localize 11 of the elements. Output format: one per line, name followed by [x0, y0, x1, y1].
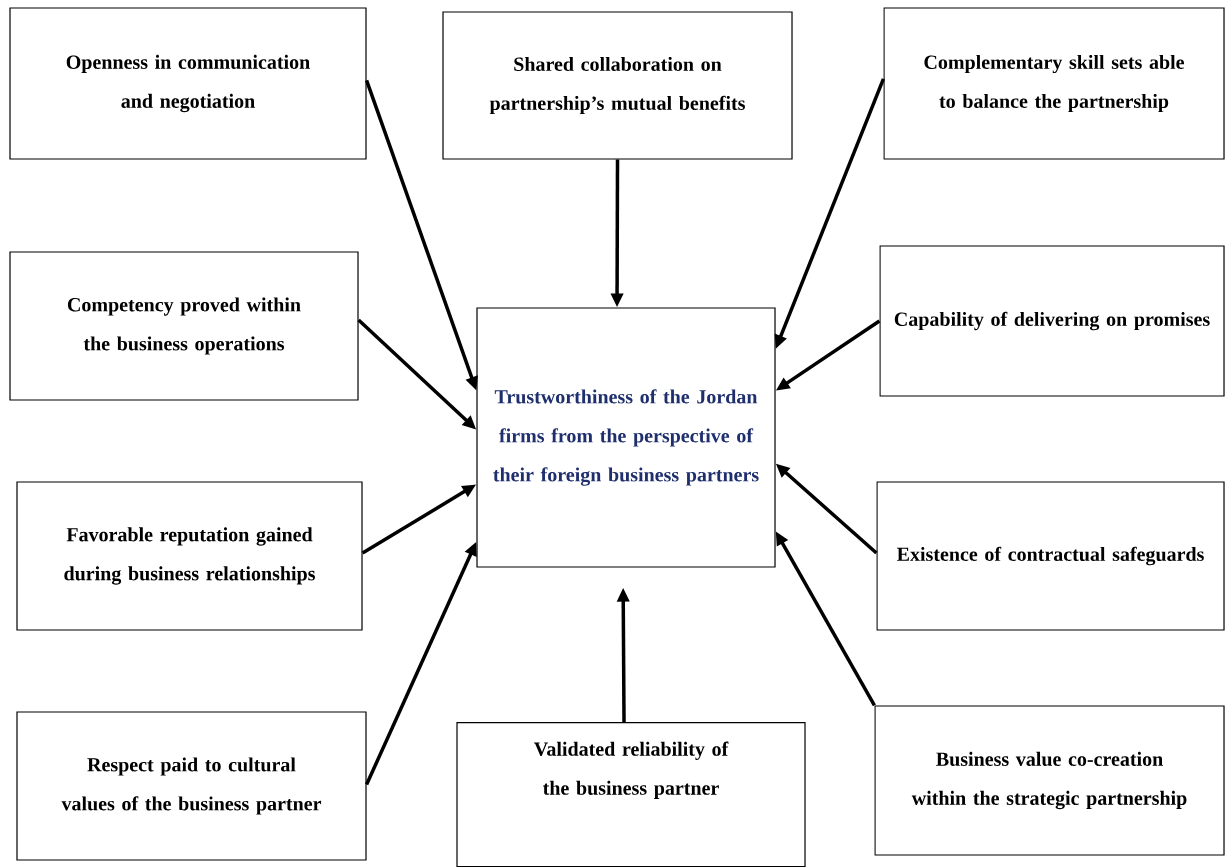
factor-box: Capability of delivering on promises	[879, 245, 1225, 397]
factor-box: Shared collaboration on partnership’s mutual benefits	[442, 11, 793, 160]
factor-box: Business value co-creation within the strategic partnership	[874, 705, 1225, 856]
central-box: Trustworthiness of the Jordan firms from the perspective of their foreign business partners	[476, 307, 776, 568]
factor-box: Favorable reputation gained during business relationships	[16, 481, 363, 631]
factor-box: Competency proved within the business operations	[9, 251, 359, 401]
factor-box: Validated reliability of the business partner	[456, 722, 806, 867]
factor-box: Complementary skill sets able to balance the partnership	[883, 7, 1225, 160]
factor-box: Existence of contractual safeguards	[876, 481, 1225, 631]
factor-box: Openness in communication and negotiation	[9, 7, 367, 160]
factor-box: Respect paid to cultural values of the business partner	[16, 711, 367, 861]
